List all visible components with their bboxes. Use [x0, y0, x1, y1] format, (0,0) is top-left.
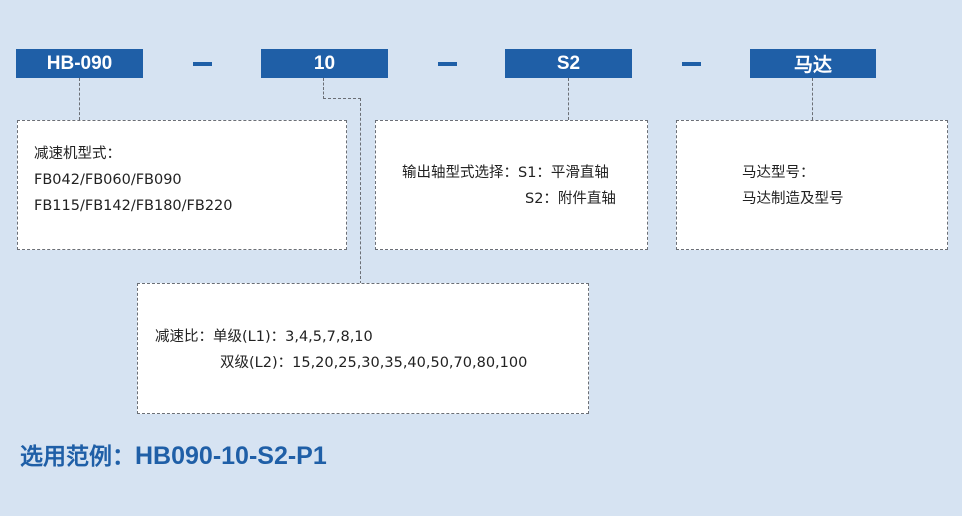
selection-example: 选用范例：HB090-10-S2-P1: [20, 437, 327, 471]
shaft-option-row-2: S2：附件直轴: [402, 186, 647, 212]
ratio-single-label: 单级(L1)：: [213, 329, 286, 345]
example-label: 选用范例：: [20, 443, 135, 469]
shaft-type-label: 输出轴型式选择：: [402, 165, 518, 181]
reducer-model-title: 减速机型式：: [34, 146, 121, 162]
connector-ratio-down: [360, 98, 361, 284]
panel-shaft-type: 输出轴型式选择： S1：平滑直轴 S2：附件直轴: [375, 120, 648, 250]
separator-dash-3: [682, 62, 701, 66]
connector-ratio-horizontal: [323, 98, 361, 99]
code-box-shaft: S2: [505, 49, 632, 78]
panel-reducer-model: 减速机型式： FB042/FB060/FB090 FB115/FB142/FB1…: [17, 120, 347, 250]
motor-model-line1: 马达制造及型号: [742, 191, 844, 207]
reducer-model-line1: FB042/FB060/FB090: [34, 172, 182, 188]
code-box-ratio: 10: [261, 49, 388, 78]
ratio-double-values: 15,20,25,30,35,40,50,70,80,100: [292, 355, 528, 371]
reducer-model-line2: FB115/FB142/FB180/FB220: [34, 198, 233, 214]
example-code: HB090-10-S2-P1: [135, 442, 327, 470]
connector-reducer: [79, 78, 80, 120]
shaft-option-2: S2：附件直轴: [525, 191, 616, 207]
ratio-single-row: 减速比： 单级(L1)： 3,4,5,7,8,10: [155, 324, 588, 350]
shaft-option-1: S1：平滑直轴: [518, 165, 609, 181]
ratio-double-row: 双级(L2)： 15,20,25,30,35,40,50,70,80,100: [155, 350, 588, 376]
shaft-option-row-1: 输出轴型式选择： S1：平滑直轴: [402, 160, 647, 186]
ratio-label: 减速比：: [155, 329, 213, 345]
motor-model-title: 马达型号：: [742, 165, 815, 181]
code-ratio-text: 10: [313, 52, 336, 74]
separator-dash-2: [438, 62, 457, 66]
panel-motor-model: 马达型号： 马达制造及型号: [676, 120, 948, 250]
separator-dash-1: [193, 62, 212, 66]
connector-shaft: [568, 78, 569, 120]
code-box-reducer: HB-090: [16, 49, 143, 78]
code-reducer-text: HB-090: [46, 52, 113, 74]
ratio-single-values: 3,4,5,7,8,10: [285, 329, 373, 345]
panel-ratio: 减速比： 单级(L1)： 3,4,5,7,8,10 双级(L2)： 15,20,…: [137, 283, 589, 414]
connector-motor: [812, 78, 813, 120]
code-motor-text: 马达: [793, 55, 832, 76]
code-box-motor: 马达: [750, 49, 876, 78]
connector-ratio-top: [323, 78, 324, 99]
code-shaft-text: S2: [556, 52, 581, 74]
ratio-double-label: 双级(L2)：: [220, 355, 293, 371]
